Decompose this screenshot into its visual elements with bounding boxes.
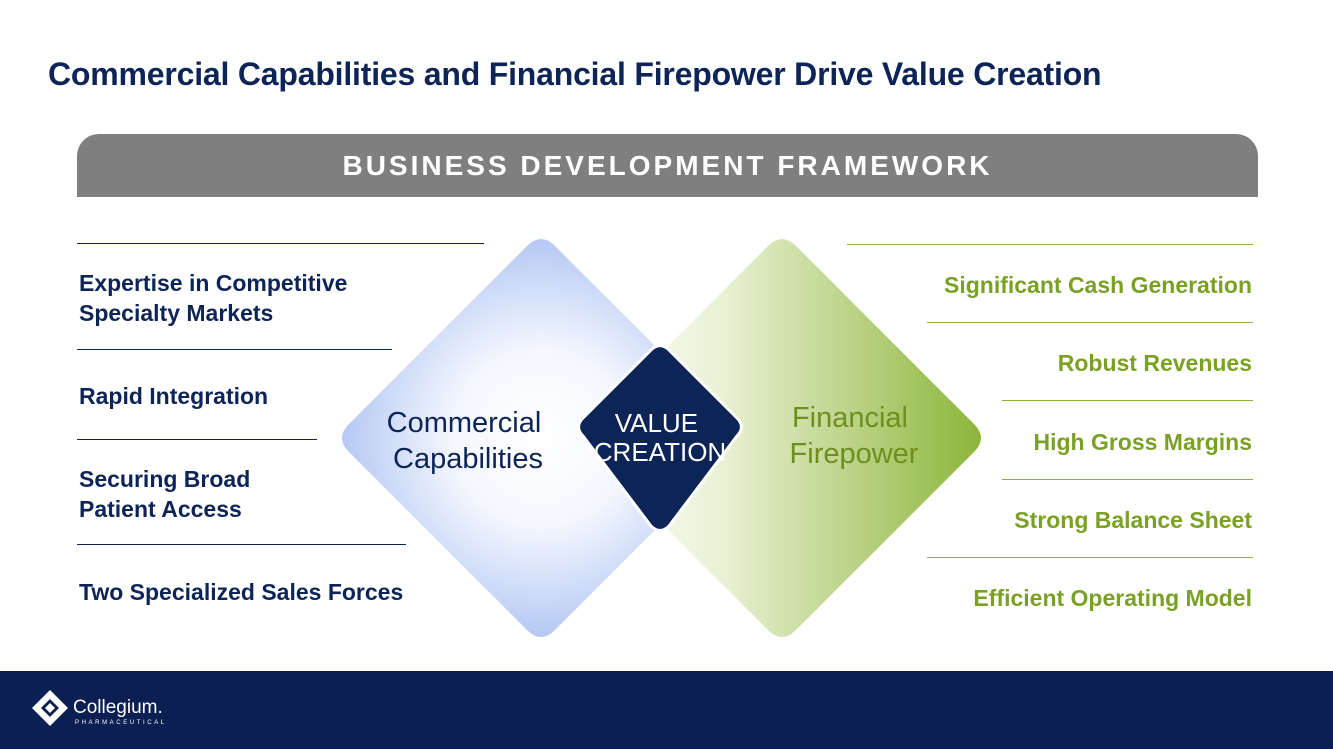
right-divider xyxy=(927,322,1253,323)
left-item-expertise: Expertise in Competitive Specialty Marke… xyxy=(79,270,348,326)
left-divider xyxy=(77,243,484,244)
left-divider xyxy=(77,544,406,545)
financial-firepower-label: Financial Firepower xyxy=(790,402,919,470)
right-divider xyxy=(847,244,1253,245)
left-divider xyxy=(77,439,317,440)
framework-banner: BUSINESS DEVELOPMENT FRAMEWORK xyxy=(77,134,1258,197)
right-item-cash-generation: Significant Cash Generation xyxy=(944,272,1252,298)
right-divider xyxy=(1002,479,1253,480)
right-item-revenues: Robust Revenues xyxy=(1057,350,1252,376)
value-creation-diamond xyxy=(577,344,743,532)
left-item-integration: Rapid Integration xyxy=(79,383,269,409)
value-creation-label: VALUE CREATION xyxy=(594,408,726,467)
left-item-sales-forces: Two Specialized Sales Forces xyxy=(79,579,404,605)
commercial-capabilities-label: Commercial Capabilities xyxy=(387,407,550,475)
collegium-logo-wordmark: Collegium. xyxy=(73,697,163,718)
commercial-capabilities-diamond xyxy=(342,239,740,637)
right-item-balance-sheet: Strong Balance Sheet xyxy=(1014,507,1252,533)
right-divider xyxy=(1002,400,1253,401)
footer-bar xyxy=(0,671,1333,749)
collegium-logo-icon xyxy=(32,690,68,726)
right-item-operating-model: Efficient Operating Model xyxy=(973,585,1252,611)
framework-banner-label: BUSINESS DEVELOPMENT FRAMEWORK xyxy=(342,149,993,181)
right-divider xyxy=(927,557,1253,558)
left-item-patient-access: Securing Broad Patient Access xyxy=(79,466,251,522)
right-item-gross-margins: High Gross Margins xyxy=(1033,429,1252,455)
financial-firepower-diamond xyxy=(583,239,981,637)
collegium-logo-subtitle: PHARMACEUTICAL xyxy=(75,720,167,726)
left-divider xyxy=(77,349,392,350)
page-title: Commercial Capabilities and Financial Fi… xyxy=(48,56,1102,92)
